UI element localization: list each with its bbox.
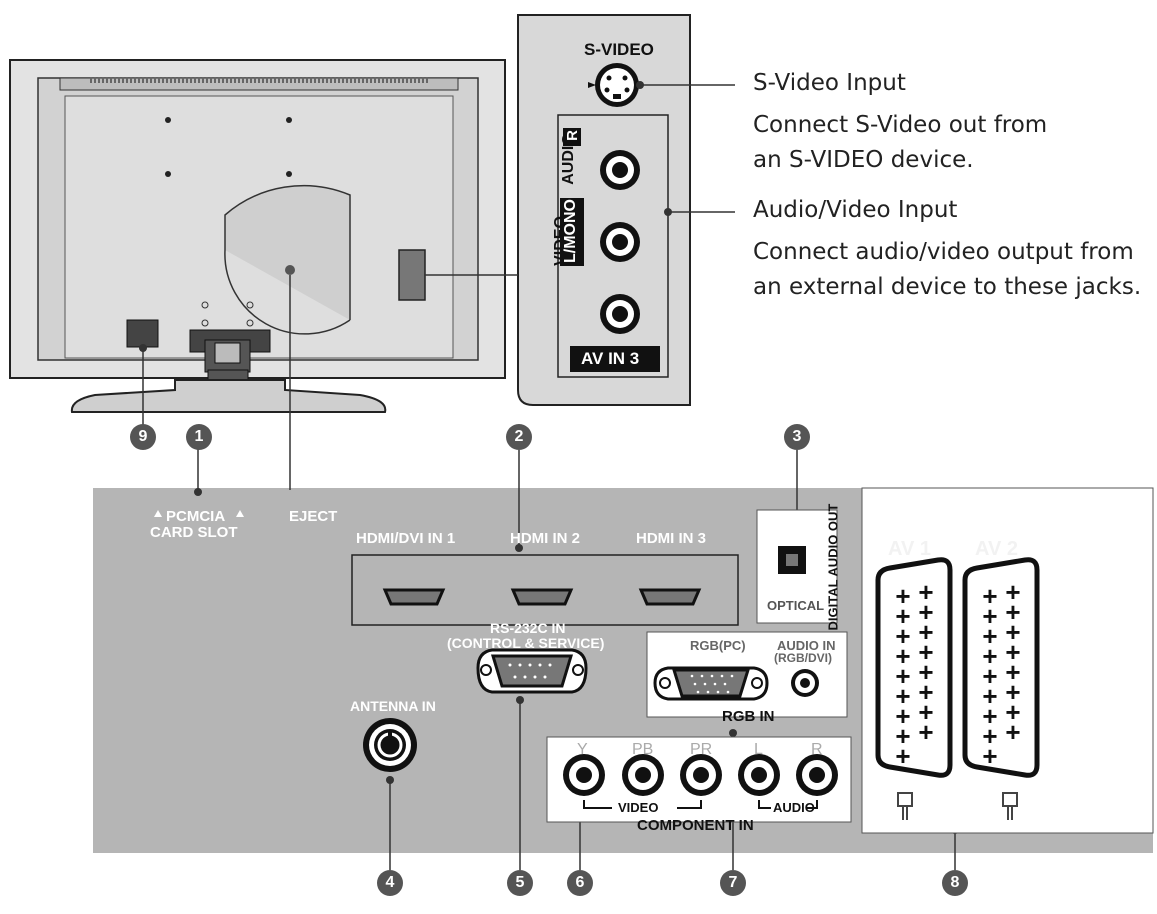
- digital-audio-out-label: DIGITAL AUDIO OUT: [825, 503, 841, 631]
- hdmi-in-3-label: HDMI IN 3: [636, 530, 707, 547]
- svg-text:+: +: [895, 621, 910, 651]
- component-audio-label: AUDIO: [773, 800, 815, 815]
- card-slot-label: CARD SLOT: [150, 524, 238, 541]
- rgb-in-label: RGB IN: [722, 708, 775, 725]
- svg-text:+: +: [895, 601, 910, 631]
- svg-text:+: +: [982, 741, 997, 771]
- svg-text:+: +: [982, 661, 997, 691]
- svg-text:+: +: [982, 701, 997, 731]
- svg-text:+: +: [1005, 597, 1020, 627]
- svg-text:+: +: [982, 681, 997, 711]
- svg-text:+: +: [1005, 637, 1020, 667]
- vertical-mono-label: L/MONO: [562, 199, 579, 263]
- svg-text:+: +: [918, 677, 933, 707]
- scart-av1: [875, 557, 953, 778]
- hdmi-in-2-label: HDMI IN 2: [510, 530, 581, 547]
- callout-badge-5: 5: [507, 870, 533, 896]
- svg-text:+: +: [1005, 717, 1020, 747]
- callout-badge-8: 8: [942, 870, 968, 896]
- av-in-3-label: AV IN 3: [581, 349, 640, 368]
- svg-text:+: +: [895, 641, 910, 671]
- callout-badge-7: 7: [720, 870, 746, 896]
- component-in-label: COMPONENT IN: [637, 817, 754, 834]
- svg-text:+: +: [895, 581, 910, 611]
- callout-badge-3: 3: [784, 424, 810, 450]
- callout-badge-9: 9: [130, 424, 156, 450]
- hdmi-ports: [382, 588, 702, 606]
- svg-text:+: +: [1005, 677, 1020, 707]
- av1-label: AV 1: [888, 538, 931, 560]
- antenna-in-label: ANTENNA IN: [350, 698, 436, 714]
- optical-label: OPTICAL: [767, 598, 825, 613]
- callout-badge-1: 1: [186, 424, 212, 450]
- callout-badge-6: 6: [567, 870, 593, 896]
- rgb-pc-label: RGB(PC): [690, 638, 746, 653]
- vertical-audio-label: AUDIO: [559, 133, 577, 185]
- rs232c-in-label: RS-232C IN: [490, 620, 566, 636]
- svg-text:+: +: [918, 657, 933, 687]
- tv-rear-view: [9, 59, 506, 413]
- s-video-input-title: S-Video Input: [753, 70, 906, 96]
- callout-badge-4: 4: [377, 870, 403, 896]
- control-service-label: (CONTROL & SERVICE): [447, 635, 605, 651]
- svg-text:+: +: [1005, 617, 1020, 647]
- svg-text:+: +: [1005, 657, 1020, 687]
- callout-badge-2: 2: [506, 424, 532, 450]
- svg-text:+: +: [895, 741, 910, 771]
- svg-text:+: +: [982, 621, 997, 651]
- eject-label: EJECT: [289, 508, 338, 525]
- svg-text:+: +: [895, 681, 910, 711]
- svg-text:+: +: [918, 597, 933, 627]
- svg-text:+: +: [982, 721, 997, 751]
- component-pb-label: PB: [632, 741, 654, 758]
- svg-text:+: +: [918, 697, 933, 727]
- component-jacks: [563, 754, 838, 796]
- av-input-desc: Connect audio/video output from an exter…: [753, 239, 1142, 300]
- svg-text:+: +: [895, 721, 910, 751]
- av-input-title: Audio/Video Input: [753, 197, 958, 223]
- vertical-r-label: R: [563, 130, 581, 141]
- svg-text:+: +: [1005, 697, 1020, 727]
- svg-text:+: +: [982, 641, 997, 671]
- svg-text:+: +: [982, 581, 997, 611]
- component-y-label: Y: [577, 741, 588, 758]
- s-video-jack-label: S-VIDEO: [584, 40, 654, 59]
- svg-text:+: +: [918, 637, 933, 667]
- s-video-input-desc: Connect S-Video out from an S-VIDEO devi…: [753, 112, 1048, 173]
- av2-label: AV 2: [975, 538, 1018, 560]
- svg-text:+: +: [1005, 577, 1020, 607]
- hdmi-dvi-in-1-label: HDMI/DVI IN 1: [356, 530, 456, 547]
- component-l-label: L: [754, 741, 763, 758]
- component-pr-label: PR: [690, 741, 713, 758]
- pcmcia-label: PCMCIA: [166, 508, 226, 525]
- side-jack-panel: [517, 14, 691, 406]
- audio-in-label: AUDIO IN: [777, 638, 836, 653]
- svg-text:+: +: [982, 601, 997, 631]
- svg-text:+: +: [918, 617, 933, 647]
- rgb-dvi-label: (RGB/DVI): [774, 651, 832, 665]
- scart-av2: [962, 557, 1040, 778]
- svg-text:+: +: [918, 717, 933, 747]
- svg-text:+: +: [895, 661, 910, 691]
- svg-text:+: +: [918, 577, 933, 607]
- svg-text:+: +: [895, 701, 910, 731]
- component-video-label: VIDEO: [618, 800, 659, 815]
- rgb-pc-port: [653, 666, 769, 701]
- rs232-port: [476, 648, 588, 694]
- component-r-label: R: [811, 741, 823, 758]
